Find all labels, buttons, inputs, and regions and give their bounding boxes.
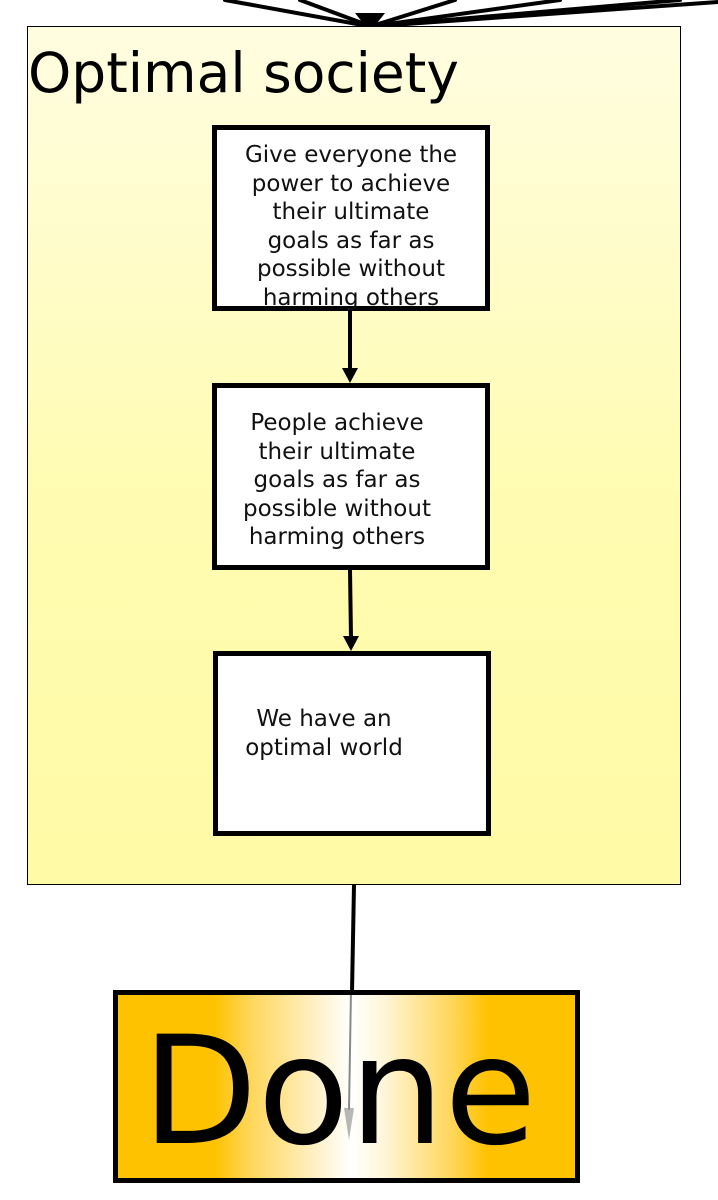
flow-node-give-power: Give everyone the power to achieve their…: [212, 125, 490, 311]
group-title: Optimal society: [28, 41, 459, 105]
arrowhead-node2: [342, 368, 358, 383]
node-label: People achieve their ultimate goals as f…: [243, 410, 431, 551]
incoming-edge: [298, 0, 372, 28]
flow-node-optimal-world: We have an optimal world: [213, 651, 491, 836]
incoming-edge: [376, 0, 718, 28]
incoming-arrowhead: [355, 13, 385, 32]
incoming-edge: [223, 0, 370, 28]
flow-node-people-achieve: People achieve their ultimate goals as f…: [212, 383, 490, 570]
node-label: Give everyone the power to achieve their…: [244, 142, 458, 311]
incoming-edge: [370, 0, 457, 28]
done-terminal: Done: [113, 990, 580, 1183]
done-edge-overlay: [344, 995, 354, 1140]
done-label: Done: [142, 1005, 537, 1179]
arrowhead-node3: [343, 636, 359, 651]
edge-group-done: [350, 884, 356, 993]
node-label: We have an optimal world: [245, 705, 403, 761]
edge-node2-node3: [348, 569, 353, 639]
